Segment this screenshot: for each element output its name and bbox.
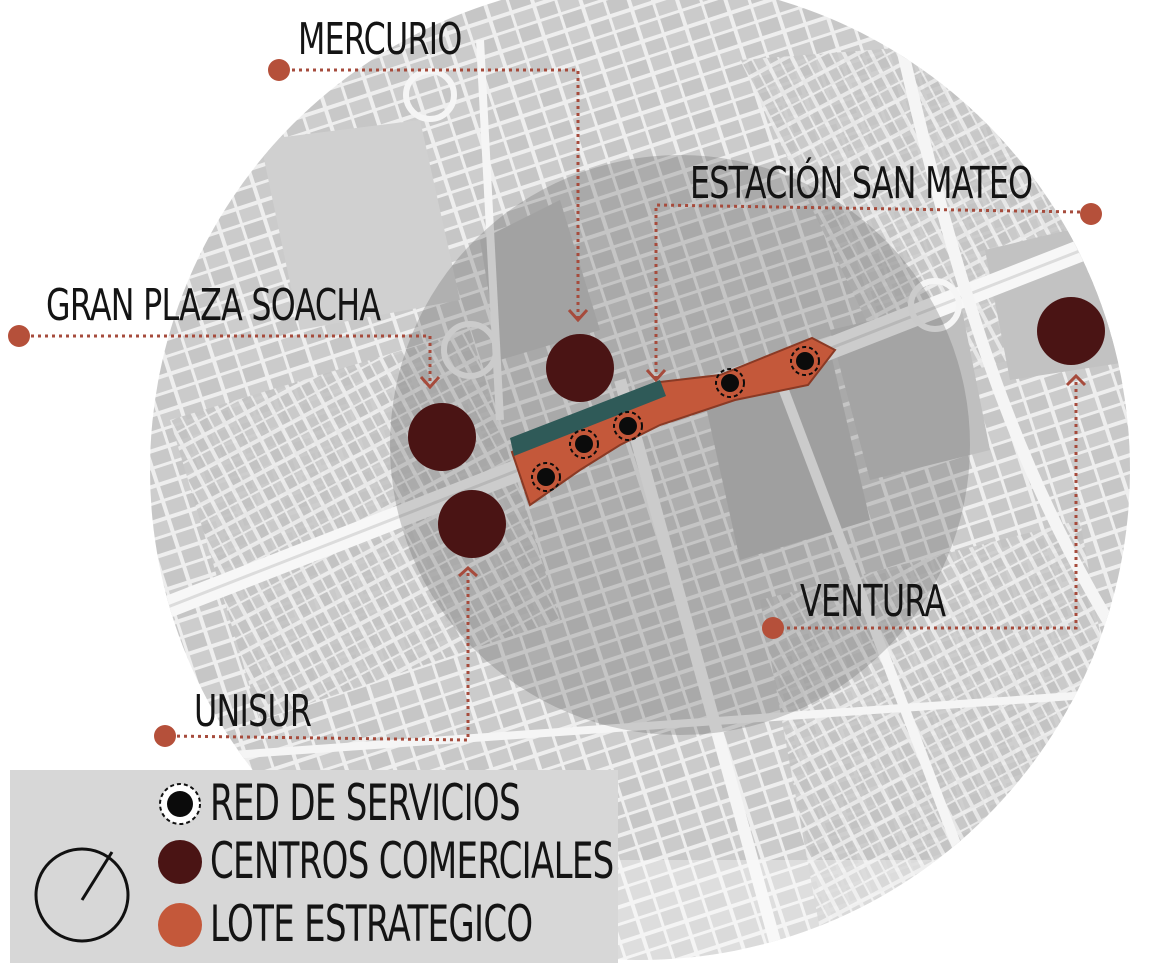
dot-ventura bbox=[762, 617, 784, 639]
leader-arrows bbox=[419, 308, 1087, 578]
mall-mercurio bbox=[546, 334, 614, 402]
north-arrow-icon bbox=[34, 847, 130, 943]
dot-mercurio bbox=[268, 59, 290, 81]
service-node bbox=[790, 346, 820, 376]
dot-unisur bbox=[154, 725, 176, 747]
legend-label-red-de-servicios: RED DE SERVICIOS bbox=[210, 774, 521, 832]
service-node bbox=[569, 429, 599, 459]
service-node bbox=[613, 411, 643, 441]
label-ventura: VENTURA bbox=[800, 576, 946, 627]
legend-label-centros-comerciales: CENTROS COMERCIALES bbox=[210, 832, 614, 890]
legend-label-lote-estrategico: LOTE ESTRATEGICO bbox=[210, 895, 533, 953]
service-node bbox=[531, 462, 561, 492]
leader-lines bbox=[24, 68, 1081, 742]
leader-unisur bbox=[169, 568, 470, 742]
station-strip bbox=[510, 380, 666, 456]
mall-unisur bbox=[438, 490, 506, 558]
legend-symbols bbox=[34, 783, 202, 947]
label-gran-plaza-soacha: GRAN PLAZA SOACHA bbox=[46, 280, 381, 331]
label-mercurio: MERCURIO bbox=[298, 14, 462, 65]
leader-estacion bbox=[654, 203, 1081, 382]
mall-ventura bbox=[1037, 297, 1105, 365]
dot-estacion bbox=[1080, 203, 1102, 225]
service-nodes bbox=[531, 346, 820, 492]
label-estacion-san-mateo: ESTACIÓN SAN MATEO bbox=[690, 158, 1033, 209]
legend-panel: RED DE SERVICIOS CENTROS COMERCIALES LOT… bbox=[10, 770, 618, 963]
mall-gran-plaza-soacha bbox=[408, 403, 476, 471]
leader-gran-plaza bbox=[24, 334, 432, 387]
service-node bbox=[715, 368, 745, 398]
dot-gran-plaza bbox=[8, 325, 30, 347]
influence-radius bbox=[390, 155, 970, 735]
leader-ventura bbox=[780, 377, 1078, 630]
mall-circle-icon bbox=[158, 840, 202, 884]
label-unisur: UNISUR bbox=[194, 686, 312, 737]
strategic-lot bbox=[510, 336, 837, 507]
service-node-icon bbox=[159, 783, 201, 825]
strategic-lot-icon bbox=[158, 903, 202, 947]
